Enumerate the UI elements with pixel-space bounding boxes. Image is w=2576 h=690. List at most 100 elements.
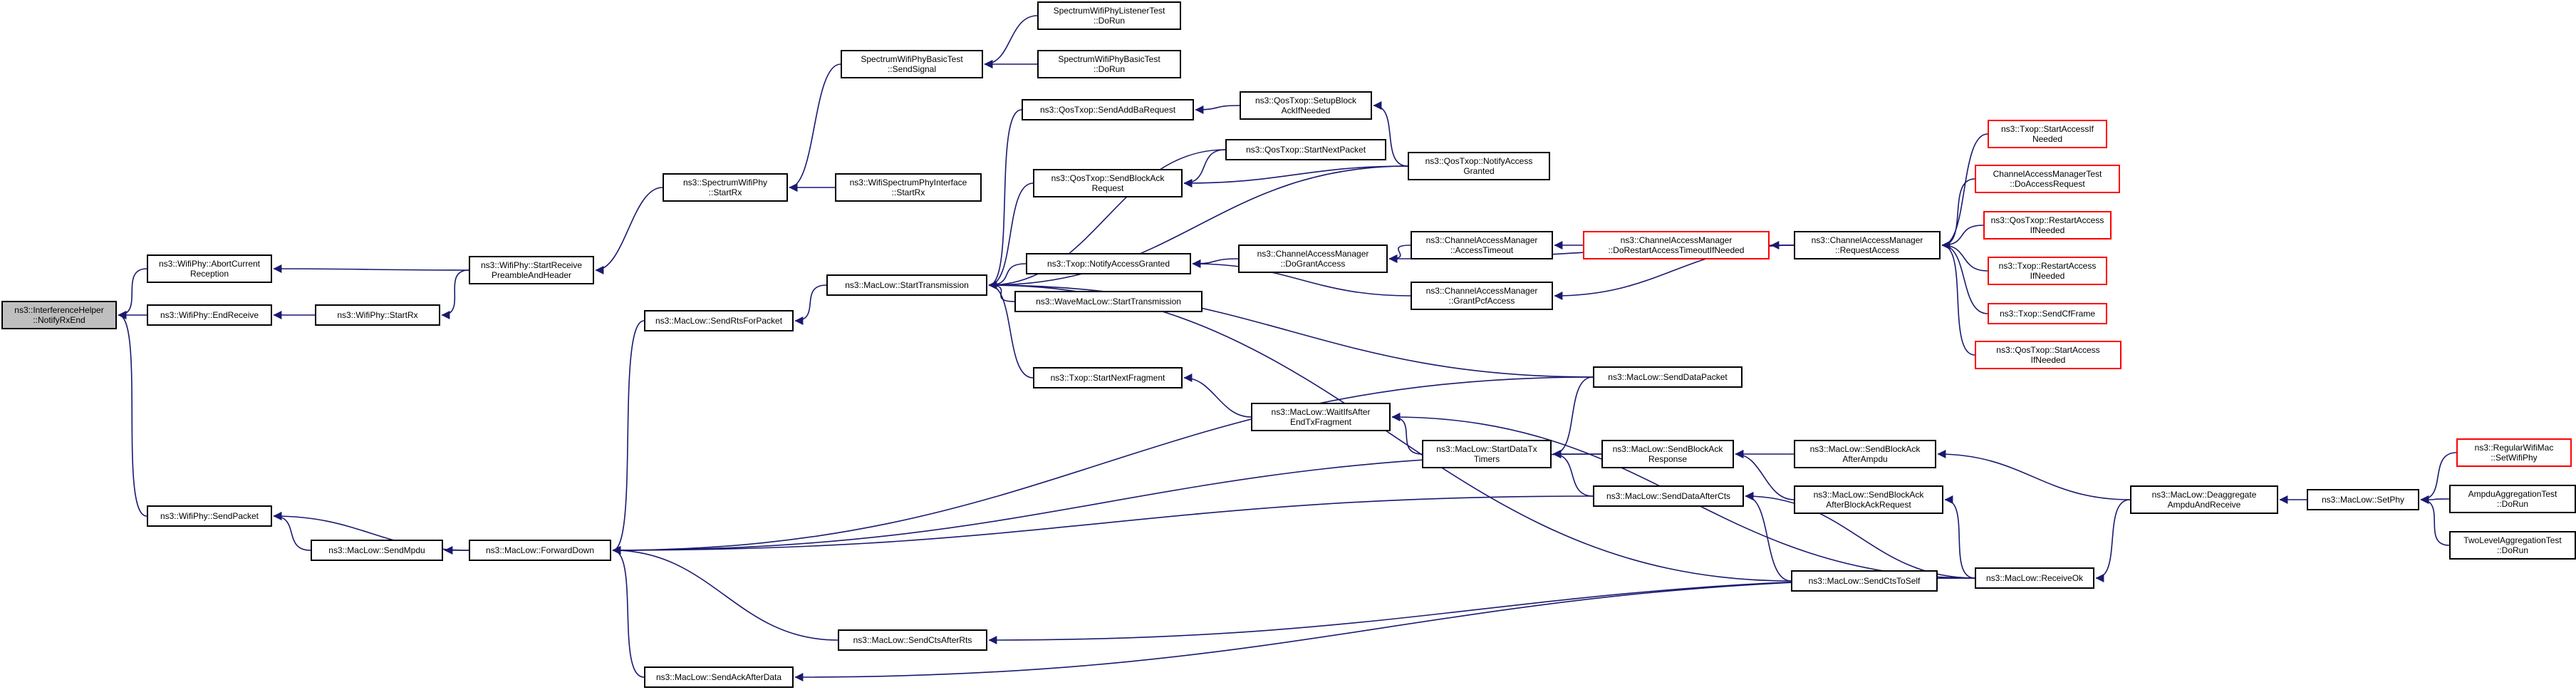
graph-node[interactable]: ChannelAccessManagerTest::DoAccessReques… <box>1975 165 2120 193</box>
graph-node-label: ::GrantPcfAccess <box>1448 296 1515 306</box>
graph-node-label: ns3::MacLow::SendDataPacket <box>1608 372 1728 382</box>
graph-edge <box>1192 258 1239 268</box>
graph-node[interactable]: ns3::MacLow::ReceiveOk <box>1975 567 2094 589</box>
graph-edge <box>988 109 1022 289</box>
graph-edge <box>118 311 147 517</box>
graph-node-label: ::DoRun <box>1093 16 1126 26</box>
graph-edge <box>1937 450 2131 500</box>
graph-node[interactable]: ns3::MacLow::SendCtsToSelf <box>1791 570 1938 592</box>
graph-node-label: PreambleAndHeader <box>491 270 572 280</box>
graph-node-label: ::DoGrantAccess <box>1280 259 1346 269</box>
graph-node-label: ns3::SpectrumWifiPhy <box>682 177 768 187</box>
graph-edge <box>988 182 1034 289</box>
graph-node[interactable]: SpectrumWifiPhyBasicTest::SendSignal <box>841 50 983 78</box>
graph-edge <box>1183 374 1252 418</box>
graph-edge <box>1941 241 1988 314</box>
graph-node-label: ::DoRestartAccessTimeoutIfNeeded <box>1608 245 1745 255</box>
graph-edge <box>1941 133 1988 249</box>
graph-node[interactable]: ns3::WifiSpectrumPhyInterface::StartRx <box>835 173 982 202</box>
graph-node-label: IfNeeded <box>2030 271 2065 281</box>
graph-node[interactable]: ns3::ChannelAccessManager::DoRestartAcce… <box>1583 231 1770 259</box>
graph-node[interactable]: ns3::MacLow::SetPhy <box>2307 489 2419 510</box>
graph-node-label: ns3::MacLow::SendBlockAck <box>1813 490 1924 500</box>
graph-edge <box>2420 495 2450 546</box>
graph-edge <box>988 165 1408 289</box>
graph-node-label: ns3::WifiPhy::AbortCurrent <box>158 259 261 269</box>
graph-node[interactable]: ns3::MacLow::SendDataAfterCts <box>1593 485 1744 507</box>
graph-node-label: SpectrumWifiPhyBasicTest <box>1058 54 1160 64</box>
graph-node-label: ns3::Txop::StartNextFragment <box>1050 373 1165 383</box>
graph-node[interactable]: ns3::ChannelAccessManager::AccessTimeout <box>1411 231 1553 259</box>
graph-node-label: ::DoAccessRequest <box>2010 179 2085 189</box>
graph-node-label: ns3::MacLow::SendRtsForPacket <box>655 316 783 326</box>
graph-node[interactable]: ns3::MacLow::ForwardDown <box>469 540 611 561</box>
graph-edge <box>1183 165 1408 187</box>
graph-node-label: ns3::MacLow::SendAckAfterData <box>655 672 782 682</box>
graph-node-label: ns3::MacLow::SendMpdu <box>328 545 425 555</box>
graph-node-label: Response <box>1648 454 1688 464</box>
graph-node-label: ns3::QosTxop::NotifyAccess <box>1425 156 1533 166</box>
graph-node[interactable]: ns3::MacLow::SendAckAfterData <box>644 666 794 688</box>
graph-node-label: ns3::Txop::NotifyAccessGranted <box>1046 259 1170 269</box>
graph-node[interactable]: ns3::Txop::SendCfFrame <box>1988 303 2107 324</box>
graph-node[interactable]: TwoLevelAggregationTest::DoRun <box>2449 531 2576 560</box>
graph-node[interactable]: ns3::MacLow::SendMpdu <box>311 540 443 561</box>
graph-node-label: ns3::ChannelAccessManager <box>1620 235 1733 245</box>
graph-node[interactable]: ns3::WifiPhy::EndReceive <box>147 304 272 326</box>
graph-node-label: ::DoRun <box>2496 499 2529 509</box>
graph-node-label: AckIfNeeded <box>1281 105 1331 115</box>
graph-node-label: ns3::Txop::RestartAccess <box>1998 261 2097 271</box>
graph-node[interactable]: ns3::WaveMacLow::StartTransmission <box>1014 291 1203 312</box>
graph-node[interactable]: ns3::MacLow::StartTransmission <box>826 274 987 296</box>
graph-node-label: ::RequestAccess <box>1834 245 1900 255</box>
graph-node[interactable]: AmpduAggregationTest::DoRun <box>2449 485 2576 513</box>
graph-node[interactable]: ns3::SpectrumWifiPhy::StartRx <box>663 173 788 202</box>
graph-node[interactable]: ns3::Txop::StartNextFragment <box>1033 367 1183 388</box>
graph-node[interactable]: ns3::ChannelAccessManager::GrantPcfAcces… <box>1411 282 1553 310</box>
graph-node[interactable]: ns3::ChannelAccessManager::RequestAccess <box>1794 231 1941 259</box>
graph-node-label: Reception <box>189 269 229 279</box>
graph-node[interactable]: ns3::RegularWifiMac::SetWifiPhy <box>2456 438 2572 467</box>
graph-node[interactable]: ns3::MacLow::SendCtsAfterRts <box>838 629 987 651</box>
graph-node[interactable]: ns3::QosTxop::SendAddBaRequest <box>1022 99 1194 120</box>
graph-edge <box>794 577 1975 681</box>
graph-node-label: ns3::ChannelAccessManager <box>1811 235 1923 245</box>
graph-edge <box>1941 241 1975 356</box>
graph-edge <box>1195 105 1240 114</box>
graph-node-label: ns3::MacLow::WaitIfsAfter <box>1271 407 1371 417</box>
graph-node-label: AmpduAggregationTest <box>2468 489 2557 499</box>
graph-node-label: ns3::QosTxop::StartNextPacket <box>1245 145 1366 155</box>
graph-edge <box>612 546 838 641</box>
graph-node[interactable]: ns3::InterferenceHelper::NotifyRxEnd <box>1 301 117 329</box>
graph-node[interactable]: ns3::WifiPhy::StartRx <box>315 304 440 326</box>
graph-node[interactable]: ns3::MacLow::SendDataPacket <box>1593 366 1743 388</box>
graph-node[interactable]: ns3::QosTxop::StartNextPacket <box>1225 139 1386 160</box>
graph-node[interactable]: SpectrumWifiPhyBasicTest::DoRun <box>1037 50 1181 78</box>
graph-node-label: ChannelAccessManagerTest <box>1993 169 2102 179</box>
graph-node[interactable]: SpectrumWifiPhyListenerTest::DoRun <box>1037 1 1181 30</box>
graph-node-label: ::SendSignal <box>887 64 937 74</box>
graph-node[interactable]: ns3::WifiPhy::SendPacket <box>147 505 272 527</box>
graph-node[interactable]: ns3::Txop::NotifyAccessGranted <box>1026 253 1191 274</box>
graph-node[interactable]: ns3::ChannelAccessManager::DoGrantAccess <box>1238 244 1388 273</box>
graph-node-label: AfterAmpdu <box>1842 454 1888 464</box>
graph-edge <box>441 269 469 319</box>
graph-edge <box>1941 178 1975 249</box>
graph-node-label: AfterBlockAckRequest <box>1826 500 1911 510</box>
graph-node[interactable]: ns3::MacLow::SendRtsForPacket <box>644 310 794 331</box>
